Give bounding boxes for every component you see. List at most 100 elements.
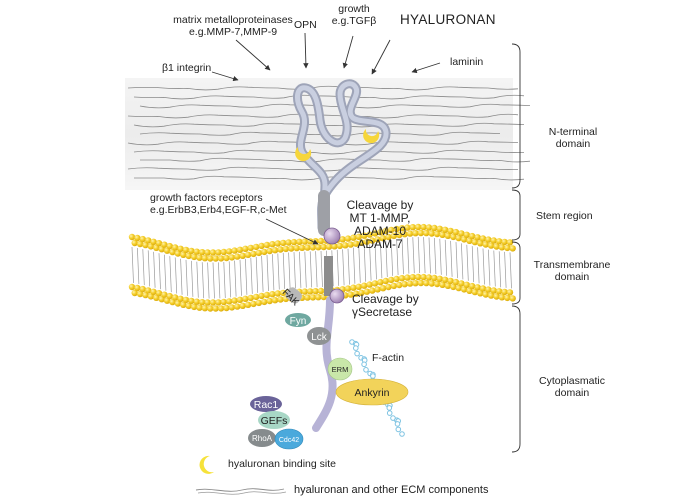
lipid-tail (347, 248, 350, 285)
lipid-tail (228, 261, 232, 298)
lipid-tail (461, 243, 464, 280)
lipid-head (477, 290, 484, 297)
lipid-head (463, 231, 470, 238)
lipid-head (161, 291, 168, 298)
lipid-head (304, 244, 311, 251)
lipid-head (134, 284, 141, 292)
lipid-head (431, 274, 438, 282)
lipid-head (166, 292, 173, 300)
lipid-head (466, 287, 473, 294)
lipid-head (282, 245, 290, 253)
cd44-stem (318, 190, 330, 236)
mmp-label: matrix metalloproteinases e.g.MMP-7,MMP-… (148, 14, 318, 38)
lipid-tail (191, 260, 194, 297)
lipid-tail (320, 250, 323, 288)
lipid-head (315, 244, 322, 251)
beta1-integrin-label: β1 integrin (162, 62, 212, 74)
lipid-head (358, 239, 365, 246)
lipid-head (236, 296, 244, 303)
lipid-head (498, 294, 506, 301)
lipid-head (247, 244, 254, 252)
lipid-head (139, 285, 146, 293)
lipid-tail (342, 249, 345, 286)
gfr-label-line1: growth factors receptors (150, 192, 263, 204)
lipid-head (509, 295, 516, 302)
lipid-head (263, 241, 271, 249)
lipid-tail (358, 246, 361, 283)
lipid-head (401, 231, 408, 238)
lipid-head (420, 273, 427, 281)
lipid-head (355, 233, 362, 240)
rac1-label: Rac1 (254, 399, 279, 411)
lipid-head (404, 224, 411, 231)
lipid-tail (396, 238, 399, 276)
lipid-head (452, 228, 460, 236)
lipid-head (274, 290, 281, 297)
binding-site-left (295, 147, 312, 162)
lipid-head (280, 289, 287, 297)
lipid-head (161, 241, 168, 248)
cleavage-secretase-line1: Cleavage by (352, 292, 419, 306)
lipid-tail (488, 249, 491, 286)
ankyrin-shape (335, 378, 409, 406)
lipid-tail (471, 246, 475, 283)
lipid-head (196, 254, 203, 261)
lipid-head (442, 226, 449, 233)
mmp-label-line1: matrix metalloproteinases (173, 14, 293, 26)
lipid-head (433, 230, 441, 238)
lipid-head (244, 251, 252, 258)
lipid-head (266, 297, 273, 305)
pointer-arrows (211, 32, 441, 245)
lipid-head (185, 252, 192, 260)
cytoplasmic-domain-label: Cytoplasmatic domain (530, 375, 614, 399)
lipid-head (406, 230, 414, 237)
actin-monomer (353, 345, 359, 351)
lipid-tail (239, 259, 242, 296)
lipid-tail (509, 252, 512, 289)
bracket-n-terminal (511, 43, 521, 189)
lipid-head (207, 255, 214, 262)
lipid-head (217, 305, 225, 312)
lipid-head (304, 294, 311, 301)
lipid-head (269, 241, 276, 248)
lipid-head (182, 296, 190, 304)
legend-ecm-icon-2 (197, 491, 287, 495)
lipid-head (496, 288, 503, 295)
lipid-head (361, 232, 368, 239)
ecm-fiber (127, 85, 519, 91)
lipid-head (142, 291, 149, 299)
lipid-tail (223, 261, 226, 299)
actin-monomer (386, 410, 393, 416)
lipid-head (269, 291, 276, 298)
lck-shape (307, 327, 331, 345)
lipid-head (136, 290, 144, 298)
lipid-head (412, 230, 419, 237)
lipid-head (406, 280, 414, 287)
fak-shape (285, 287, 302, 304)
lipid-head (239, 302, 246, 309)
gefs-label: GEFs (261, 415, 288, 427)
legend-ecm-label: hyaluronan and other ECM components (294, 484, 489, 496)
stem-region-label: Stem region (536, 210, 593, 222)
lipid-head (309, 244, 317, 251)
lipid-head (455, 234, 462, 242)
lipid-head (458, 280, 465, 287)
tgf-label: growth e.g.TGFβ (322, 3, 386, 27)
lipid-head (417, 279, 425, 287)
lipid-head (296, 238, 303, 245)
lipid-head (352, 290, 360, 297)
lipid-head (180, 301, 187, 308)
lipid-head (174, 250, 182, 257)
lipid-tail (261, 255, 264, 292)
lipid-head (433, 280, 441, 288)
cleavage-mmp-line4: ADAM-7 (357, 237, 403, 251)
lipid-head (439, 231, 446, 238)
lipid-head (409, 224, 416, 231)
lipid-head (358, 289, 365, 296)
lipid-head (196, 304, 203, 311)
lipid-head (312, 288, 319, 295)
lipid-head (342, 242, 349, 249)
lipid-head (239, 252, 246, 259)
lipid-tail (277, 253, 280, 290)
lipid-head (469, 232, 476, 240)
